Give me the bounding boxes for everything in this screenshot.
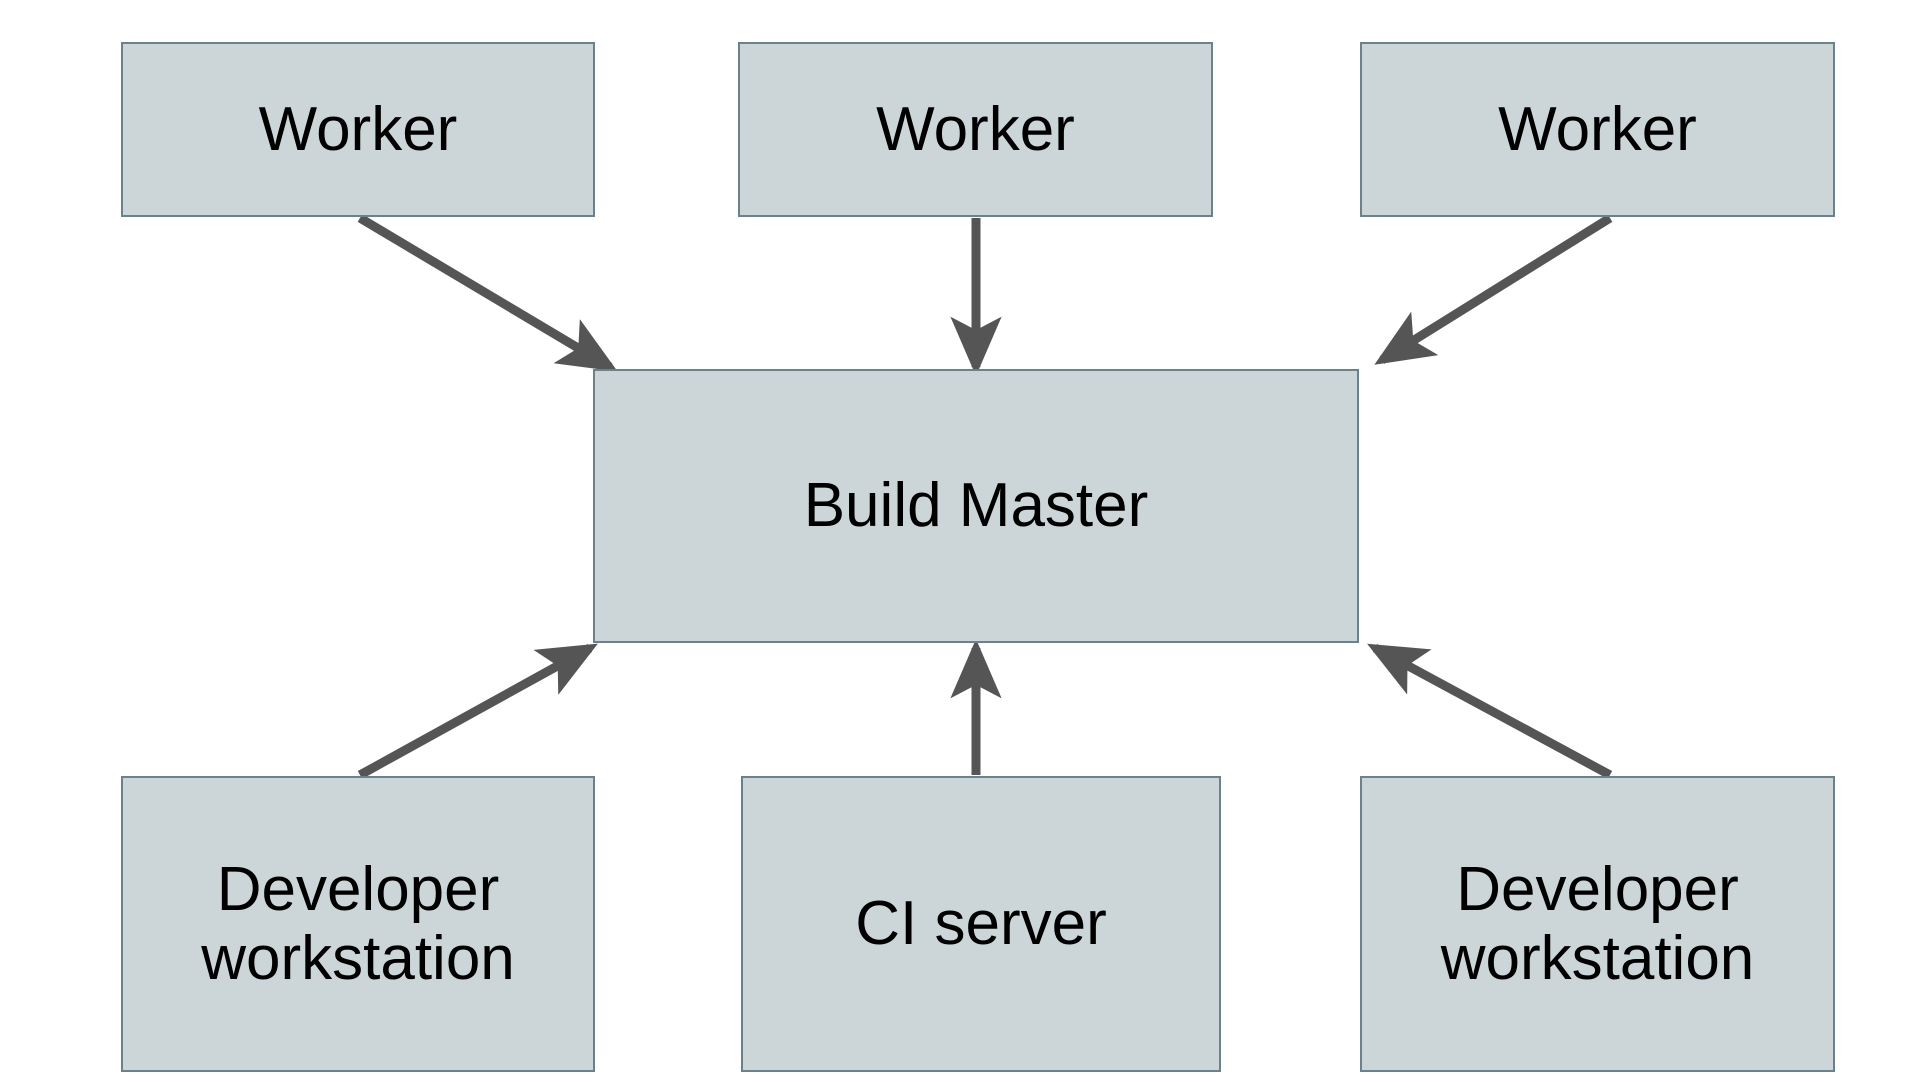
node-developer-workstation-left[interactable]: Developer workstation [121, 776, 595, 1072]
node-developer-workstation-left-label: Developer workstation [201, 854, 515, 993]
edge-worker-1-to-build-master [357, 214, 618, 372]
node-build-master-label: Build Master [803, 471, 1149, 541]
node-developer-workstation-right-label: Developer workstation [1440, 854, 1755, 993]
node-worker-2-label: Worker [876, 94, 1075, 164]
node-worker-1[interactable]: Worker [121, 42, 595, 217]
node-build-master[interactable]: Build Master [593, 369, 1359, 643]
node-ci-server[interactable]: CI server [741, 776, 1221, 1072]
node-worker-3[interactable]: Worker [1360, 42, 1835, 217]
edge-dev-ws-left-to-build-master [357, 643, 598, 779]
node-ci-server-label: CI server [855, 889, 1107, 959]
node-worker-1-label: Worker [258, 94, 458, 164]
edge-worker-3-to-build-master [1374, 214, 1613, 365]
node-worker-3-label: Worker [1498, 94, 1697, 164]
edge-dev-ws-right-to-build-master [1367, 643, 1613, 779]
node-worker-2[interactable]: Worker [738, 42, 1213, 217]
node-developer-workstation-right[interactable]: Developer workstation [1360, 776, 1835, 1072]
